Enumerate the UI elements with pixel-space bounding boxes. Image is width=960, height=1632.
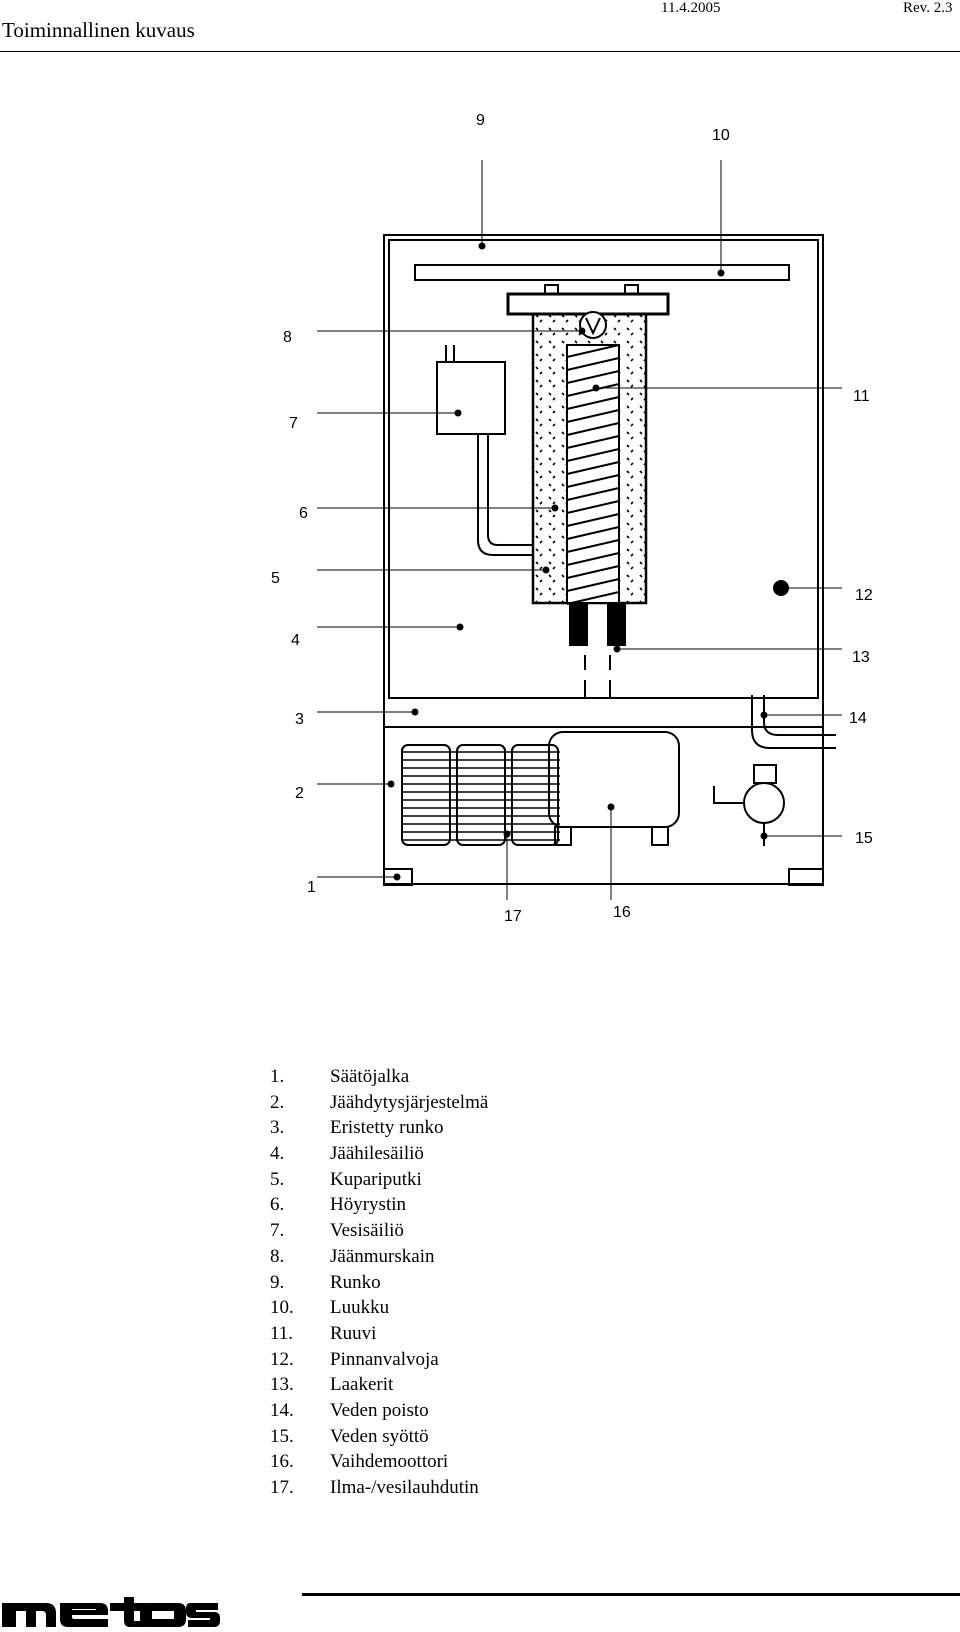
callout-labels: 1 2 3 4 5 6 7 8 9 10 11 12 13 14 15 16 1… <box>271 112 873 925</box>
legend-label: Kupariputki <box>330 1168 422 1190</box>
legend-item: 16. Vaihdemoottori <box>270 1449 488 1475</box>
legend-item: 3. Eristetty runko <box>270 1115 488 1141</box>
legend-number: 4. <box>270 1143 285 1165</box>
legend-number: 12. <box>270 1348 294 1370</box>
legend-number: 7. <box>270 1220 285 1242</box>
legend-item: 9. Runko <box>270 1270 488 1296</box>
machine-drawing <box>383 234 836 886</box>
page-number: 4 <box>2 1610 11 1630</box>
legend-number: 8. <box>270 1245 285 1267</box>
callout-11: 11 <box>853 388 870 405</box>
legend-label: Höyrystin <box>330 1194 406 1216</box>
legend-number: 10. <box>270 1297 294 1319</box>
callout-13: 13 <box>852 649 870 666</box>
legend-label: Ruuvi <box>330 1322 377 1344</box>
legend-number: 15. <box>270 1425 294 1447</box>
header-divider <box>0 51 960 52</box>
legend-item: 8. Jäänmurskain <box>270 1244 488 1270</box>
callout-10: 10 <box>712 127 730 144</box>
callout-17: 17 <box>504 908 522 925</box>
document-revision: Rev. 2.3 <box>903 0 953 16</box>
callout-3: 3 <box>295 711 304 728</box>
legend-label: Eristetty runko <box>330 1117 444 1139</box>
callout-leaders <box>317 160 842 900</box>
legend-item: 15. Veden syöttö <box>270 1424 488 1450</box>
legend-number: 9. <box>270 1271 285 1293</box>
legend-label: Vesisäiliö <box>330 1220 404 1242</box>
document-date: 11.4.2005 <box>661 0 721 16</box>
legend-label: Runko <box>330 1271 381 1293</box>
legend-item: 2. Jäähdytysjärjestelmä <box>270 1090 488 1116</box>
callout-8: 8 <box>283 329 292 346</box>
legend-label: Vaihdemoottori <box>330 1451 449 1473</box>
legend-label: Jäähilesäiliö <box>330 1143 424 1165</box>
callout-4: 4 <box>291 632 300 649</box>
legend-item: 12. Pinnanvalvoja <box>270 1347 488 1373</box>
legend-item: 11. Ruuvi <box>270 1321 488 1347</box>
legend-item: 14. Veden poisto <box>270 1398 488 1424</box>
legend-item: 4. Jäähilesäiliö <box>270 1141 488 1167</box>
callout-15: 15 <box>855 830 873 847</box>
legend-number: 1. <box>270 1066 285 1087</box>
legend-item: 17. Ilma-/vesilauhdutin <box>270 1475 488 1501</box>
legend-item: 5. Kupariputki <box>270 1167 488 1193</box>
legend-number: 14. <box>270 1399 294 1421</box>
callout-16: 16 <box>613 904 631 921</box>
legend-item: 6. Höyrystin <box>270 1192 488 1218</box>
legend-label: Luukku <box>330 1297 390 1319</box>
legend-number: 11. <box>270 1322 294 1344</box>
legend-number: 5. <box>270 1168 285 1190</box>
callout-9: 9 <box>476 112 485 129</box>
callout-5: 5 <box>271 570 280 587</box>
callout-12: 12 <box>855 587 873 604</box>
callout-7: 7 <box>289 415 298 432</box>
legend-item: 13. Laakerit <box>270 1372 488 1398</box>
legend-label: Pinnanvalvoja <box>330 1348 439 1370</box>
legend-label: Säätöjalka <box>330 1066 410 1087</box>
callout-1: 1 <box>307 879 316 896</box>
legend-item: 10. Luukku <box>270 1295 488 1321</box>
legend-item: 7. Vesisäiliö <box>270 1218 488 1244</box>
callout-2: 2 <box>295 785 304 802</box>
legend-label: Laakerit <box>330 1374 394 1396</box>
document-title: Toiminnallinen kuvaus <box>2 18 195 42</box>
legend-number: 6. <box>270 1194 285 1216</box>
legend-label: Jäähdytysjärjestelmä <box>330 1091 489 1113</box>
legend-number: 13. <box>270 1374 294 1396</box>
machine-cross-section-diagram: 1 2 3 4 5 6 7 8 9 10 11 12 13 14 15 16 1… <box>271 112 873 925</box>
legend-number: 3. <box>270 1117 285 1139</box>
legend-label: Veden syöttö <box>330 1425 429 1447</box>
callout-6: 6 <box>299 505 308 522</box>
footer-divider <box>302 1593 960 1596</box>
legend-number: 2. <box>270 1091 285 1113</box>
legend-item: 1. Säätöjalka <box>270 1064 488 1090</box>
callout-14: 14 <box>849 710 867 727</box>
legend-number: 17. <box>270 1477 294 1498</box>
metos-logo <box>2 1597 220 1627</box>
legend-label: Jäänmurskain <box>330 1245 435 1267</box>
legend-label: Veden poisto <box>330 1399 429 1421</box>
legend-number: 16. <box>270 1451 294 1473</box>
legend-label: Ilma-/vesilauhdutin <box>330 1477 479 1498</box>
parts-legend: 1. Säätöjalka 2. Jäähdytysjärjestelmä 3. Eris… <box>270 1064 488 1501</box>
